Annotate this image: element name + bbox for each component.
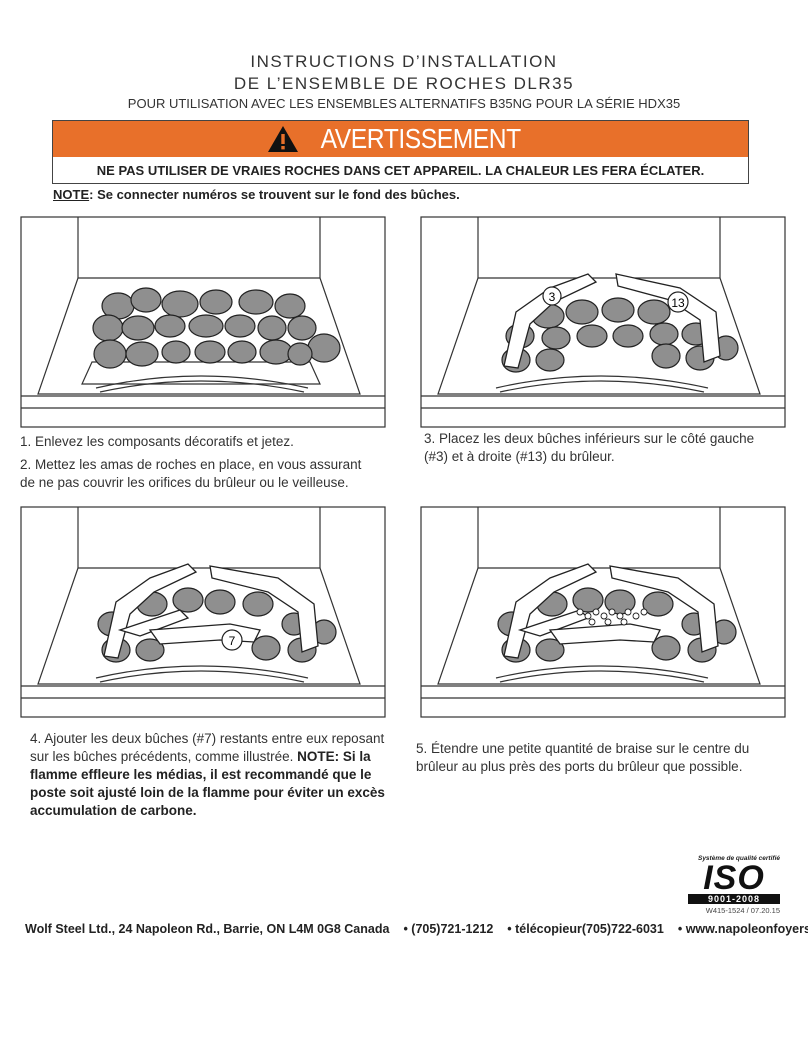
- document-title-line2: DE L’ENSEMBLE DE ROCHES DLR35: [233, 74, 575, 93]
- log-13-callout: 13: [667, 291, 689, 313]
- footer-phone: • (705)721-1212: [403, 922, 494, 936]
- iso-standard: 9001-2008: [688, 894, 780, 904]
- svg-text:3: 3: [549, 290, 556, 304]
- warning-triangle-icon: [267, 126, 298, 152]
- note-text: : Se connecter numéros se trouvent sur l…: [89, 187, 460, 202]
- step-1: 1. Enlevez les composants décoratifs et …: [20, 434, 294, 449]
- document-code: W415-1524 / 07.20.15: [705, 906, 780, 915]
- iso-caption: Système de qualité certifié: [697, 855, 780, 862]
- note: NOTE: Se connecter numéros se trouvent s…: [53, 187, 460, 202]
- footer-fax: • télécopieur(705)722-6031: [507, 922, 664, 936]
- warning-text: NE PAS UTILISER DE VRAIES ROCHES DANS CE…: [53, 157, 748, 183]
- step-2: 2. Mettez les amas de roches en place, e…: [20, 457, 362, 490]
- illustration-step-4: 7: [20, 506, 386, 718]
- iso-certification-logo: Système de qualité certifié ISO 9001-200…: [688, 855, 780, 915]
- footer-company: Wolf Steel Ltd., 24 Napoleon Rd., Barrie…: [25, 922, 390, 936]
- illustration-step-3: 3 13: [420, 216, 786, 428]
- svg-text:13: 13: [671, 296, 685, 310]
- warning-title: AVERTISSEMENT: [320, 123, 521, 154]
- step-4: 4. Ajouter les deux bûches (#7) restants…: [30, 730, 400, 820]
- footer-website: • www.napoleonfoyers.com: [677, 922, 808, 936]
- step-5: 5. Étendre une petite quantité de braise…: [416, 741, 750, 774]
- note-label: NOTE: [53, 187, 90, 202]
- warning-box: AVERTISSEMENT NE PAS UTILISER DE VRAIES …: [52, 120, 749, 184]
- document-title-line1: INSTRUCTIONS D’INSTALLATION: [250, 52, 558, 71]
- document-subtitle: POUR UTILISATION AVEC LES ENSEMBLES ALTE…: [127, 96, 681, 111]
- log-7-callout: 7: [221, 629, 243, 651]
- warning-header: AVERTISSEMENT: [53, 121, 748, 157]
- illustration-step-5: [420, 506, 786, 718]
- log-3-callout: 3: [542, 286, 562, 306]
- footer: Wolf Steel Ltd., 24 Napoleon Rd., Barrie…: [25, 922, 808, 936]
- svg-text:7: 7: [229, 634, 236, 648]
- step-4-note: NOTE: Si la flamme effleure les médias, …: [30, 749, 385, 818]
- illustration-step-1: [20, 216, 386, 428]
- step-3: 3. Placez les deux bûches inférieurs sur…: [424, 431, 755, 464]
- iso-mark: ISO: [703, 859, 765, 897]
- step-4-text: 4. Ajouter les deux bûches (#7) restants…: [30, 731, 385, 764]
